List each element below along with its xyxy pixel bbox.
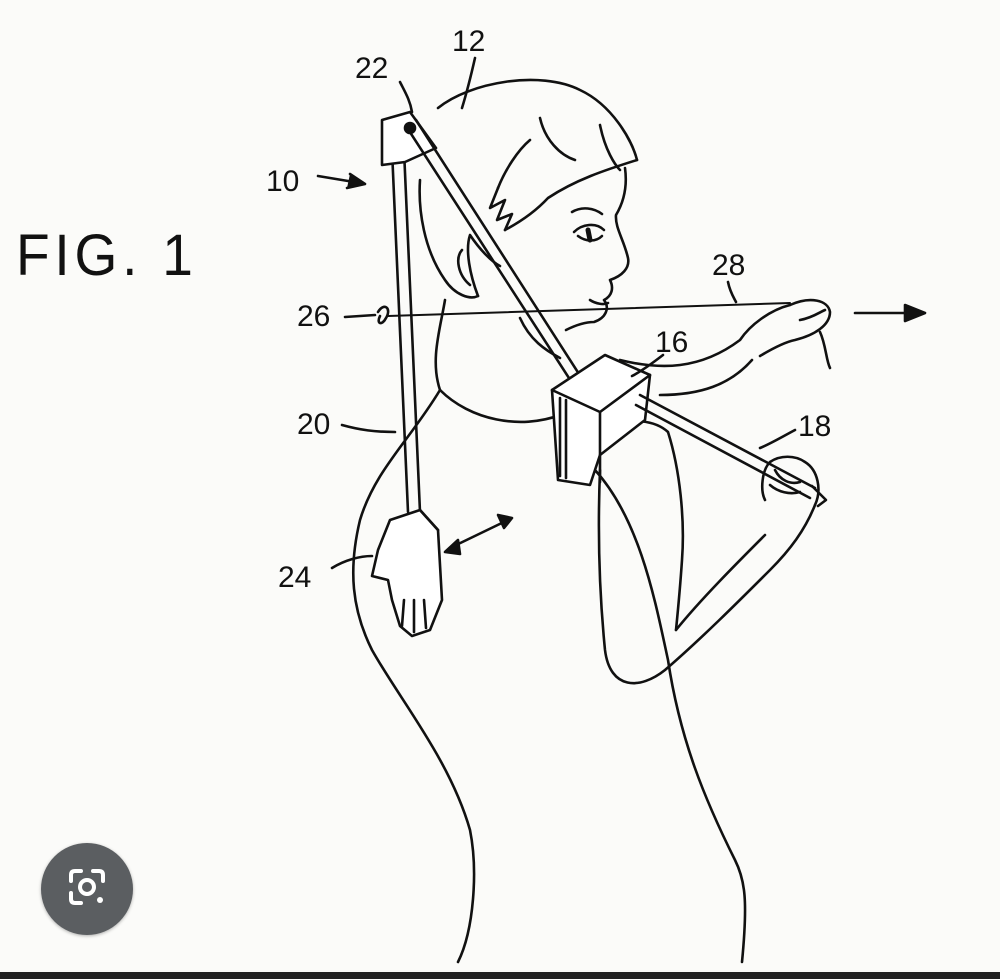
ref-numeral-18: 18	[798, 410, 832, 443]
annotations	[316, 56, 927, 570]
head	[418, 78, 639, 332]
ref-numeral-16: 16	[655, 326, 689, 359]
left-arm	[597, 419, 820, 685]
hand-pad-24	[370, 508, 444, 638]
cord-28	[387, 302, 791, 317]
ref-numeral-10: 10	[266, 165, 300, 198]
ref-numeral-24: 24	[278, 561, 312, 594]
rod-20	[390, 148, 422, 514]
camera-search-icon	[63, 863, 111, 916]
ref-numeral-12: 12	[452, 25, 486, 58]
ref-numeral-20: 20	[297, 408, 331, 441]
traction-device	[370, 110, 828, 638]
neck	[434, 298, 562, 392]
diagonal-rod-12	[404, 118, 590, 394]
body-outline	[352, 388, 747, 964]
figure-title: FIG. 1	[16, 223, 198, 288]
ref-numeral-22: 22	[355, 52, 389, 85]
ref-numeral-28: 28	[712, 249, 746, 282]
ref-numeral-26: 26	[297, 300, 331, 333]
lever-18	[634, 393, 817, 500]
visual-search-button[interactable]	[41, 843, 133, 935]
right-arm	[618, 298, 832, 397]
bottom-bar	[0, 972, 1000, 979]
